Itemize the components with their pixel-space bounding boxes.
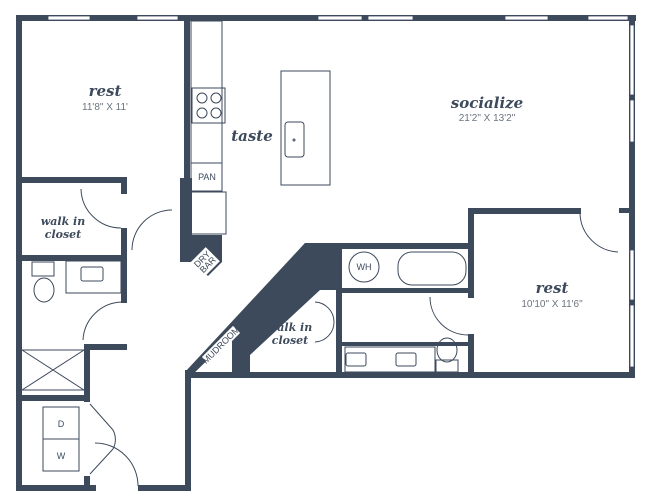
room-name-rest-2: rest xyxy=(536,279,569,297)
washer-label: W xyxy=(57,451,66,461)
room-size-rest-1: 11'8" X 11' xyxy=(82,102,128,113)
closet-1-line1: walk in xyxy=(41,215,85,228)
room-name-rest-1: rest xyxy=(89,82,122,100)
room-size-rest-2: 10'10" X 11'6" xyxy=(521,299,583,310)
bathtub-icon xyxy=(397,251,467,286)
kitchen-island xyxy=(280,70,331,186)
closet-2-line2: closet xyxy=(272,334,309,347)
washer xyxy=(42,438,80,472)
bath-fixtures xyxy=(21,251,467,472)
sink-icon xyxy=(284,121,305,158)
room-name-taste: taste xyxy=(231,127,273,145)
room-name-socialize: socialize xyxy=(451,94,523,112)
pantry-label: PAN xyxy=(198,172,216,182)
kitchen-fixtures xyxy=(187,20,331,235)
windows xyxy=(47,15,635,368)
dryer-label: D xyxy=(58,419,65,429)
water-heater-label: WH xyxy=(357,262,372,272)
closet-2-line1: walk in xyxy=(268,321,312,334)
room-size-socialize: 21'2" X 13'2" xyxy=(459,113,516,124)
stove-icon xyxy=(191,87,226,124)
closet-1-line2: closet xyxy=(45,228,82,241)
fridge-icon xyxy=(187,191,227,235)
water-heater-icon xyxy=(348,251,380,283)
toilet-icon xyxy=(33,277,55,303)
doors xyxy=(80,188,619,487)
toilet-icon-2 xyxy=(436,337,458,363)
